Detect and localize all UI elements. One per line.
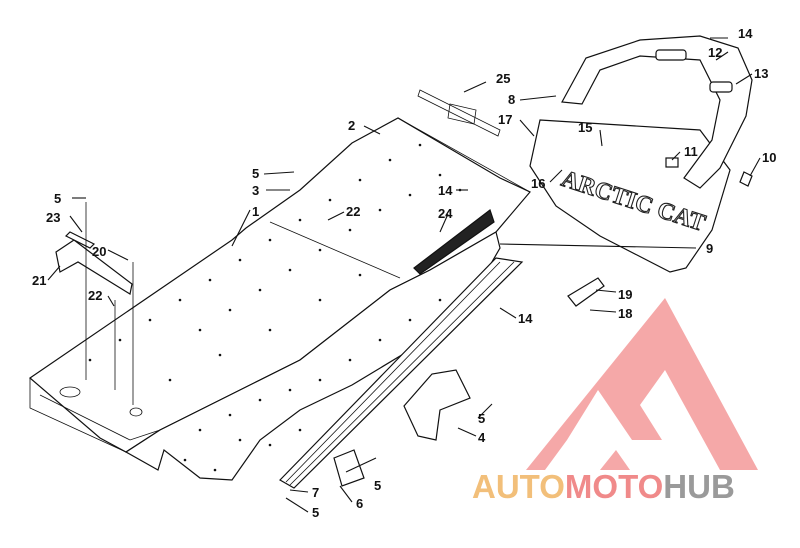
watermark-logo bbox=[526, 298, 758, 470]
tunnel-edge-line bbox=[39, 394, 161, 441]
callout-14: 14 bbox=[438, 183, 453, 198]
callout-14: 14 bbox=[738, 26, 753, 41]
callout-20: 20 bbox=[92, 244, 106, 259]
watermark-text-moto: MOTO bbox=[565, 468, 663, 505]
callout-6: 6 bbox=[356, 496, 363, 511]
bumper-body bbox=[561, 35, 753, 189]
rail-strip bbox=[279, 257, 524, 489]
callout-5: 5 bbox=[54, 191, 61, 206]
callout-22: 22 bbox=[346, 204, 360, 219]
callout-17: 17 bbox=[498, 112, 512, 127]
front-bracket-group bbox=[55, 202, 134, 405]
callout-7: 7 bbox=[312, 485, 319, 500]
bumper-bracket-10 bbox=[739, 171, 753, 187]
leader-lines bbox=[47, 37, 761, 513]
callout-5: 5 bbox=[374, 478, 381, 493]
callout-19: 19 bbox=[618, 287, 632, 302]
callout-21: 21 bbox=[32, 273, 46, 288]
callout-3: 3 bbox=[252, 183, 259, 198]
callout-15: 15 bbox=[578, 120, 592, 135]
callout-14: 14 bbox=[518, 311, 533, 326]
watermark-text-hub: HUB bbox=[663, 468, 735, 505]
tunnel-rear-hole bbox=[129, 407, 143, 417]
callout-9: 9 bbox=[706, 241, 713, 256]
plate-19 bbox=[567, 277, 605, 307]
watermark-wordmark: AUTOMOTOHUB bbox=[472, 468, 735, 505]
bracket-4 bbox=[403, 369, 471, 441]
watermark-text-auto: AUTO bbox=[472, 468, 565, 505]
running-board-rail bbox=[279, 257, 524, 489]
callout-16: 16 bbox=[531, 176, 545, 191]
callout-24: 24 bbox=[438, 206, 453, 221]
plate-6 bbox=[333, 449, 365, 487]
callout-18: 18 bbox=[618, 306, 632, 321]
callout-8: 8 bbox=[508, 92, 515, 107]
callout-25: 25 bbox=[496, 71, 510, 86]
part-11 bbox=[665, 157, 679, 168]
callout-13: 13 bbox=[754, 66, 768, 81]
snow-flap: ARCTIC CAT bbox=[529, 119, 731, 273]
svg-text:AUTOMOTOHUB: AUTOMOTOHUB bbox=[472, 468, 735, 505]
callout-11: 11 bbox=[684, 144, 698, 159]
tunnel-rivet-holes bbox=[88, 143, 462, 472]
decal-25 bbox=[417, 89, 501, 137]
callout-22: 22 bbox=[88, 288, 102, 303]
callout-2: 2 bbox=[348, 118, 355, 133]
tunnel-front-hole bbox=[59, 386, 81, 398]
callout-4: 4 bbox=[478, 430, 486, 445]
callout-5: 5 bbox=[478, 411, 485, 426]
decal-24 bbox=[413, 209, 495, 275]
tunnel-assembly bbox=[29, 117, 531, 481]
callout-10: 10 bbox=[762, 150, 776, 165]
callout-5: 5 bbox=[312, 505, 319, 520]
tunnel-front-lip bbox=[29, 378, 127, 453]
callout-5: 5 bbox=[252, 166, 259, 181]
tunnel-crease-line bbox=[269, 221, 401, 279]
callout-1: 1 bbox=[252, 204, 259, 219]
tunnel-rear-edge bbox=[397, 117, 531, 193]
rear-bumper bbox=[561, 35, 753, 189]
watermark-triangle-mark bbox=[526, 298, 758, 470]
callout-23: 23 bbox=[46, 210, 60, 225]
callout-labels: 14 12 13 25 8 17 15 11 10 16 2 5 3 14 1 … bbox=[32, 26, 776, 520]
callout-12: 12 bbox=[708, 45, 722, 60]
